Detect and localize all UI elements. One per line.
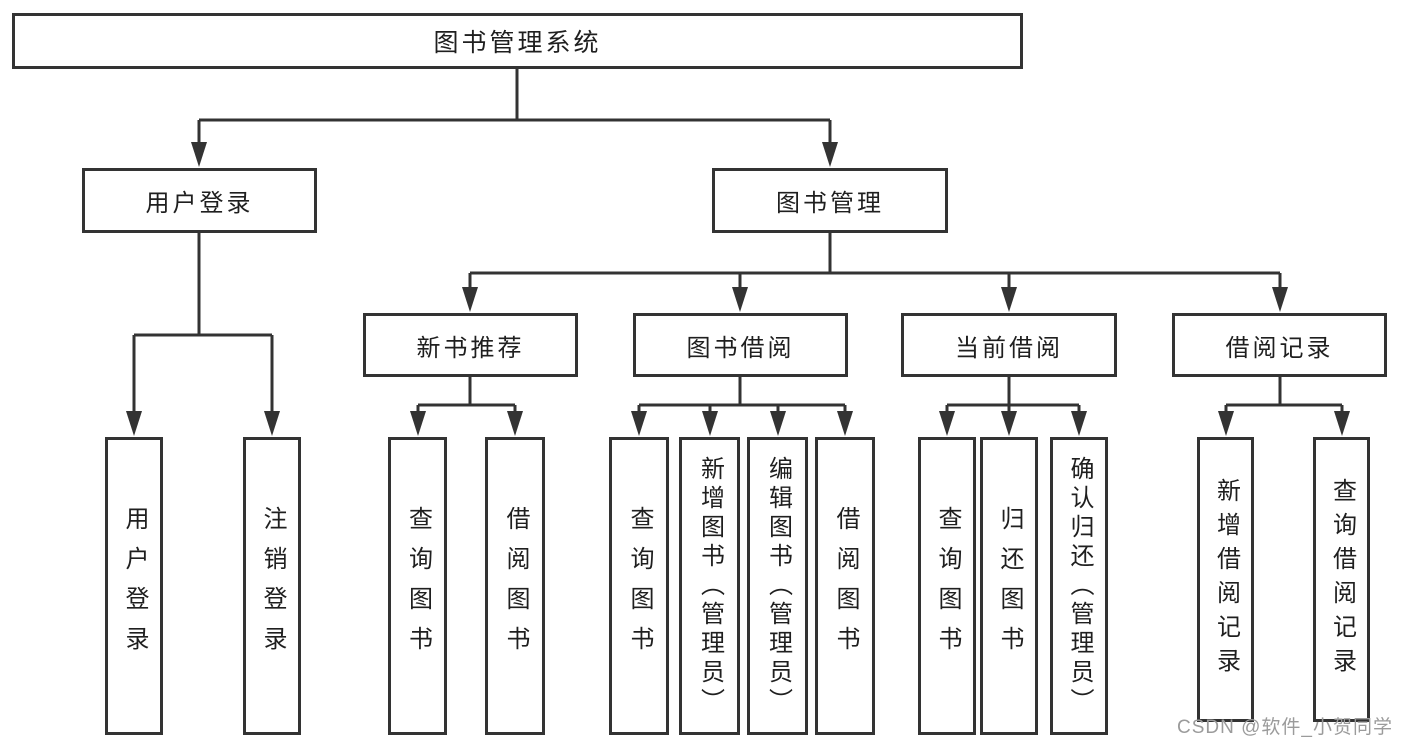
leaf-label: 查询图书: [626, 506, 653, 666]
leaf-label: 归还图书: [996, 506, 1023, 666]
connector-stems: [132, 68, 1344, 413]
arrowhead: [1272, 287, 1288, 312]
leaf-borrow-books: 借阅图书: [815, 437, 875, 735]
arrowheads: [126, 142, 1350, 436]
arrowhead: [1334, 411, 1350, 436]
leaf-label: 查询图书: [934, 506, 961, 666]
arrowhead: [1001, 287, 1017, 312]
arrowhead: [126, 411, 142, 436]
node-book-management: 图书管理: [712, 168, 948, 233]
arrowhead: [631, 411, 647, 436]
leaf-label: 借阅图书: [502, 506, 529, 666]
node-new-book-recommendation: 新书推荐: [363, 313, 578, 377]
leaf-label: 查询图书: [404, 506, 432, 666]
arrowhead: [462, 287, 478, 312]
leaf-user-login: 用户登录: [105, 437, 163, 735]
leaf-query-books-borrow: 查询图书: [609, 437, 669, 735]
leaf-add-book-admin: 新增图书（管理员）: [679, 437, 740, 735]
leaf-label: 新增借阅记录: [1212, 477, 1240, 682]
leaf-label: 用户登录: [121, 506, 148, 666]
leaf-return-book: 归还图书: [980, 437, 1038, 735]
leaf-edit-book-admin: 编辑图书（管理员）: [747, 437, 808, 735]
leaf-confirm-return-admin: 确认归还（管理员）: [1050, 437, 1108, 735]
leaf-query-borrow-record: 查询借阅记录: [1313, 437, 1370, 722]
leaf-label: 注销登录: [259, 506, 286, 666]
leaf-query-books-recommend: 查询图书: [388, 437, 447, 735]
leaf-label: 借阅图书: [832, 506, 859, 666]
arrowhead: [191, 142, 207, 167]
node-borrowing-records: 借阅记录: [1172, 313, 1387, 377]
arrowhead: [1218, 411, 1234, 436]
arrowhead: [1001, 411, 1017, 436]
arrowhead: [1071, 411, 1087, 436]
watermark: CSDN @软件_小贺同学: [1177, 717, 1393, 738]
arrowhead: [264, 411, 280, 436]
leaf-label: 编辑图书（管理员）: [764, 455, 792, 717]
node-library-management-system: 图书管理系统: [12, 13, 1023, 69]
leaf-add-borrow-record: 新增借阅记录: [1197, 437, 1254, 722]
leaf-query-books-current: 查询图书: [918, 437, 976, 735]
arrowhead: [837, 411, 853, 436]
leaf-borrow-books-recommend: 借阅图书: [485, 437, 545, 735]
arrowhead: [410, 411, 426, 436]
node-user-login: 用户登录: [82, 168, 317, 233]
arrowhead: [822, 142, 838, 167]
arrowhead: [939, 411, 955, 436]
arrowhead: [732, 287, 748, 312]
leaf-label: 确认归还（管理员）: [1066, 455, 1093, 717]
leaf-label: 新增图书（管理员）: [696, 455, 724, 717]
arrowhead: [507, 411, 523, 436]
leaf-logout: 注销登录: [243, 437, 301, 735]
node-current-borrowing: 当前借阅: [901, 313, 1117, 377]
node-book-borrowing: 图书借阅: [633, 313, 848, 377]
leaf-label: 查询借阅记录: [1328, 477, 1356, 682]
arrowhead: [770, 411, 786, 436]
arrowhead: [702, 411, 718, 436]
